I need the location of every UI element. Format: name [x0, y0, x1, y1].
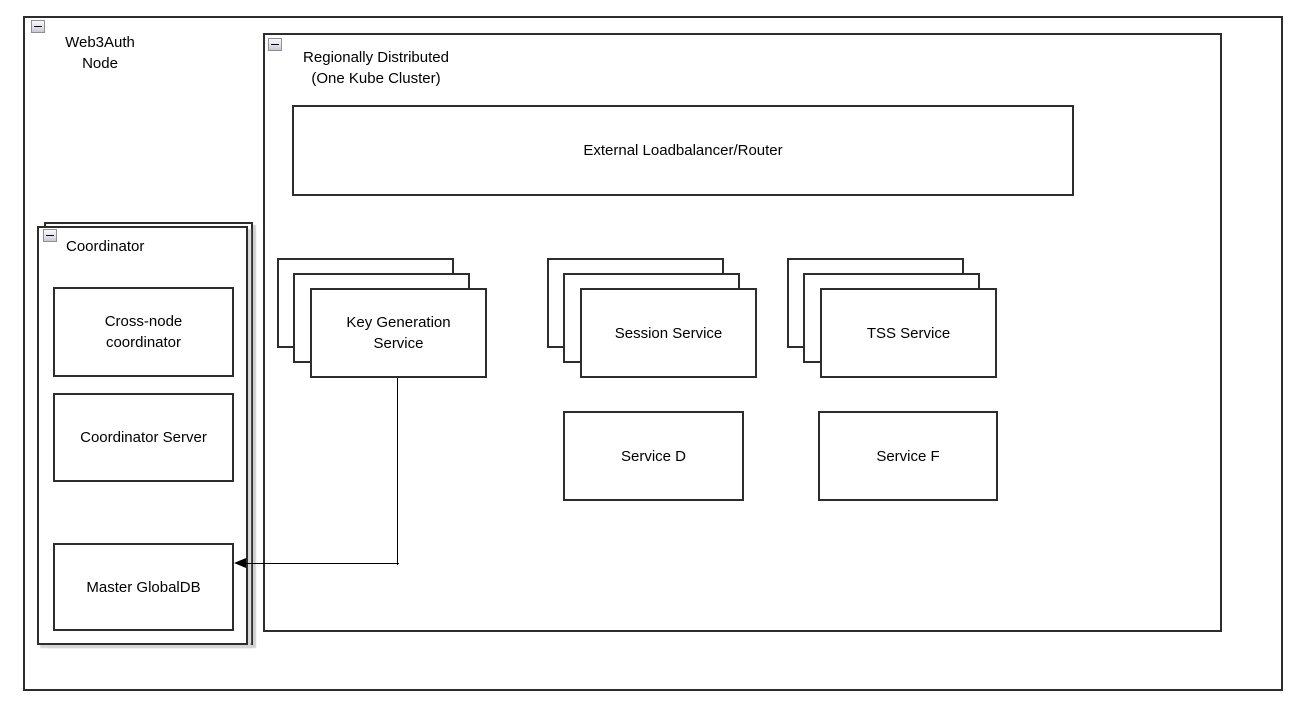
master-globaldb-label: Master GlobalDB — [86, 578, 201, 596]
service-d-label: Service D — [620, 447, 687, 465]
session-service-label: Session Service — [614, 324, 723, 342]
arrowhead-left-icon — [234, 558, 246, 568]
kube-cluster-label: Regionally Distributed (One Kube Cluster… — [303, 49, 449, 87]
coordinator-server-label: Coordinator Server — [80, 429, 207, 446]
web3auth-node-label: Web3Auth Node — [65, 34, 135, 72]
service-f-label: Service F — [876, 447, 940, 465]
arrow-vertical-segment — [397, 378, 398, 565]
tss-service-label: TSS Service — [866, 324, 951, 342]
session-service-stack[interactable]: Session Service — [547, 258, 757, 378]
web3auth-node-container[interactable] — [23, 16, 1283, 691]
cross-node-coordinator-label: Cross-node coordinator — [104, 313, 183, 351]
session-service-box[interactable]: Session Service — [580, 288, 757, 378]
tss-service-stack[interactable]: TSS Service — [787, 258, 997, 378]
loadbalancer-box[interactable]: External Loadbalancer/Router — [292, 105, 1074, 196]
collapse-minus-icon[interactable] — [31, 20, 45, 33]
tss-service-box[interactable]: TSS Service — [820, 288, 997, 378]
key-generation-service-label: Key Generation Service — [346, 314, 451, 352]
coordinator-label: Coordinator — [66, 238, 145, 255]
key-generation-service-box[interactable]: Key Generation Service — [310, 288, 487, 378]
service-f-box[interactable]: Service F — [818, 411, 998, 501]
loadbalancer-label: External Loadbalancer/Router — [583, 142, 783, 159]
collapse-minus-icon[interactable] — [43, 229, 57, 242]
coordinator-server-box[interactable]: Coordinator Server — [53, 393, 234, 482]
collapse-minus-icon[interactable] — [268, 38, 282, 51]
master-globaldb-box[interactable]: Master GlobalDB — [53, 543, 234, 631]
service-d-box[interactable]: Service D — [563, 411, 744, 501]
cross-node-coordinator-box[interactable]: Cross-node coordinator — [53, 287, 234, 377]
key-generation-service-stack[interactable]: Key Generation Service — [277, 258, 487, 378]
arrow-horizontal-segment — [246, 563, 399, 564]
